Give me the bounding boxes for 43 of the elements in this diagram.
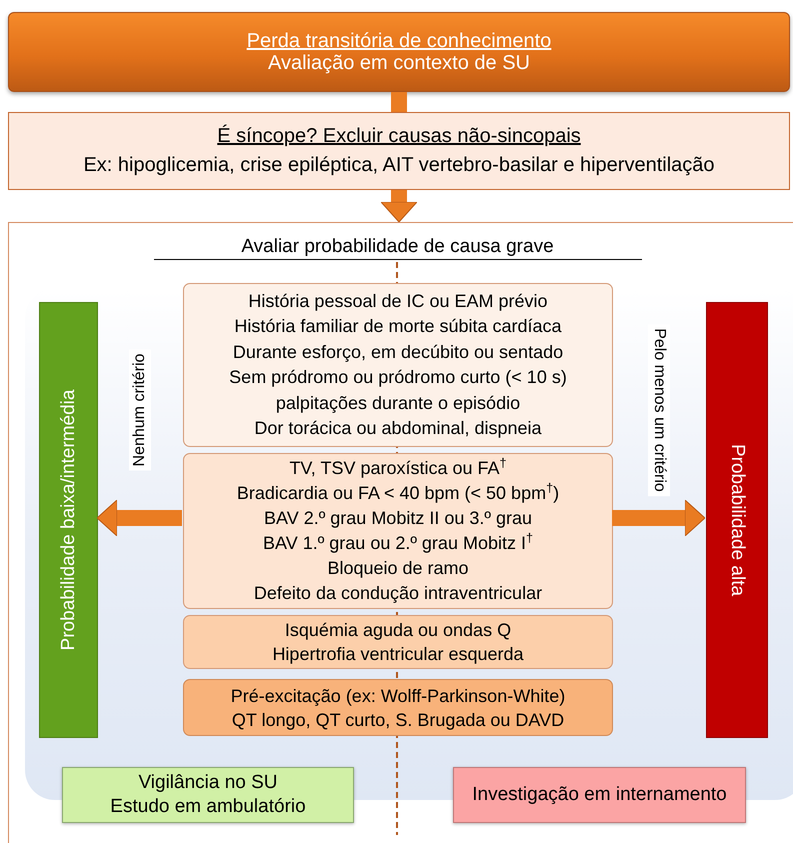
arrow	[380, 190, 418, 222]
criterion-text: História familiar de morte súbita cardíaca	[234, 315, 562, 338]
title-box	[8, 12, 790, 92]
edge-label: Pelo menos um critério	[648, 324, 670, 496]
examples-text: Ex: hipoglicemia, crise epiléptica, AIT vertebro-basilar e hiperventilação	[83, 153, 715, 178]
outcome-text: Estudo em ambulatório	[110, 795, 306, 819]
criterion-text: Bradicardia ou FA < 40 bpm (< 50 bpm$^{†}$)	[236, 481, 560, 505]
criterion-text: História pessoal de IC ou EAM prévio	[248, 290, 548, 313]
criterion-text: Pré-excitação (ex: Wolff-Parkinson-White)	[230, 684, 566, 708]
criterion-text: Dor torácica ou abdominal, dispneia	[254, 417, 542, 440]
criterion-text: Durante esforço, em decúbito ou sentado	[232, 340, 564, 364]
outcome-text: Investigação em internamento	[472, 783, 727, 807]
subtitle: Avaliação em contexto de SU	[268, 52, 530, 74]
criterion-text: QT longo, QT curto, S. Brugada ou DAVD	[232, 708, 564, 732]
title: Perda transitória de conhecimento	[246, 30, 552, 52]
criterion-text: Sem pródromo ou pródromo curto (< 10 s)	[229, 366, 567, 389]
criteria-box	[183, 283, 613, 447]
criterion-text: Hipertrofia ventricular esquerda	[272, 643, 524, 666]
outcome-box	[453, 767, 746, 823]
probability-bar	[39, 302, 98, 738]
section-heading: Avaliar probabilidade de causa grave	[154, 235, 642, 260]
criterion-text: palpitações durante o episódio	[276, 392, 520, 415]
edge-label: Nenhum critério	[128, 350, 150, 470]
ecg-criteria-box	[183, 615, 613, 669]
assessment-panel	[8, 222, 793, 843]
criterion-text: Defeito da condução intraventricular	[254, 582, 542, 605]
probability-label: Probabilidade alta	[726, 444, 748, 596]
ecg-criteria-box	[183, 453, 613, 609]
criterion-text: BAV 2.º grau Mobitz II ou 3.º grau	[264, 507, 532, 530]
criterion-text: BAV 1.º grau ou 2.º grau Mobitz I$^{†}$	[263, 531, 533, 555]
criterion-text: Bloqueio de ramo	[327, 557, 469, 580]
connector	[391, 92, 407, 112]
heading: É síncope? Excluir causas não-sincopais	[217, 124, 581, 149]
probability-label: Probabilidade baixa/intermédia	[58, 390, 80, 650]
probability-bar	[706, 302, 768, 738]
criterion-text: Isquémia aguda ou ondas Q	[284, 619, 512, 642]
arrow	[612, 500, 706, 536]
arrow	[96, 500, 182, 536]
criterion-text: TV, TSV paroxística ou FA$^{†}$	[289, 456, 507, 480]
outcome-box	[62, 767, 354, 823]
ecg-criteria-box	[183, 679, 613, 736]
outcome-text: Vigilância no SU	[138, 771, 278, 795]
question-box	[8, 112, 790, 190]
